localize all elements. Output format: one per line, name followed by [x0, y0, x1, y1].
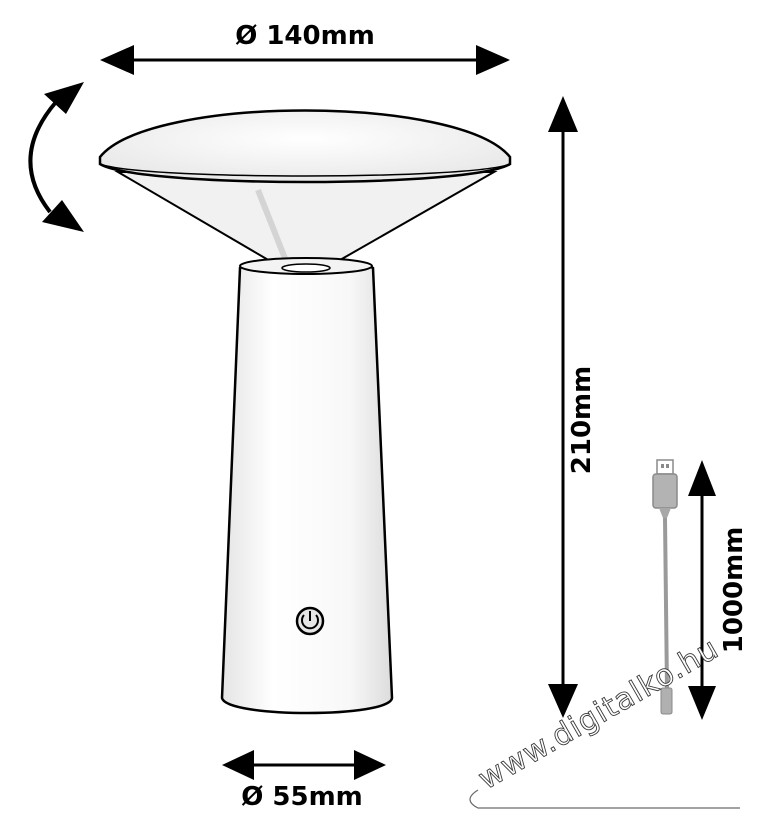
height-arrow-top — [548, 96, 578, 132]
cable-length-arrow-bottom — [688, 686, 716, 720]
lamp-joint — [281, 263, 331, 273]
height-label: 210mm — [567, 366, 597, 474]
base-diameter-dimension: Ø 55mm — [222, 750, 386, 812]
top-diameter-dimension: Ø 140mm — [100, 21, 510, 75]
top-diameter-arrow-left — [100, 45, 134, 75]
cable-length-arrow-top — [688, 460, 716, 496]
lamp-body — [220, 259, 394, 715]
base-diameter-label: Ø 55mm — [241, 782, 363, 812]
cable-length-label: 1000mm — [719, 527, 749, 654]
rotate-arc — [28, 100, 58, 214]
rotate-arrow-head-bottom — [42, 200, 84, 232]
watermark-text: www.digitalko.hu — [473, 631, 725, 797]
cable-length-dimension: 1000mm — [688, 460, 749, 720]
base-diameter-arrow-left — [222, 750, 254, 780]
height-dimension: 210mm — [548, 96, 597, 718]
lamp-shade-rim — [99, 163, 511, 177]
top-diameter-label: Ø 140mm — [235, 21, 375, 51]
power-icon — [295, 606, 325, 636]
lamp-shade — [98, 109, 512, 184]
base-diameter-arrow-right — [354, 750, 386, 780]
lamp-drawing — [98, 109, 512, 715]
usb-cable-wire — [663, 517, 669, 691]
watermark: www.digitalko.hu — [469, 631, 740, 809]
lamp-cone — [114, 171, 498, 269]
usb-cable — [652, 459, 678, 715]
rotate-arrow-icon — [28, 82, 84, 232]
cable-connector — [660, 687, 673, 715]
lamp-cone-shading — [255, 188, 291, 268]
height-arrow-bottom — [548, 684, 578, 718]
watermark-swoosh — [469, 789, 740, 809]
top-diameter-arrow-right — [476, 45, 510, 75]
usb-plug-icon — [652, 459, 678, 518]
rotate-arrow-head-top — [44, 82, 84, 114]
